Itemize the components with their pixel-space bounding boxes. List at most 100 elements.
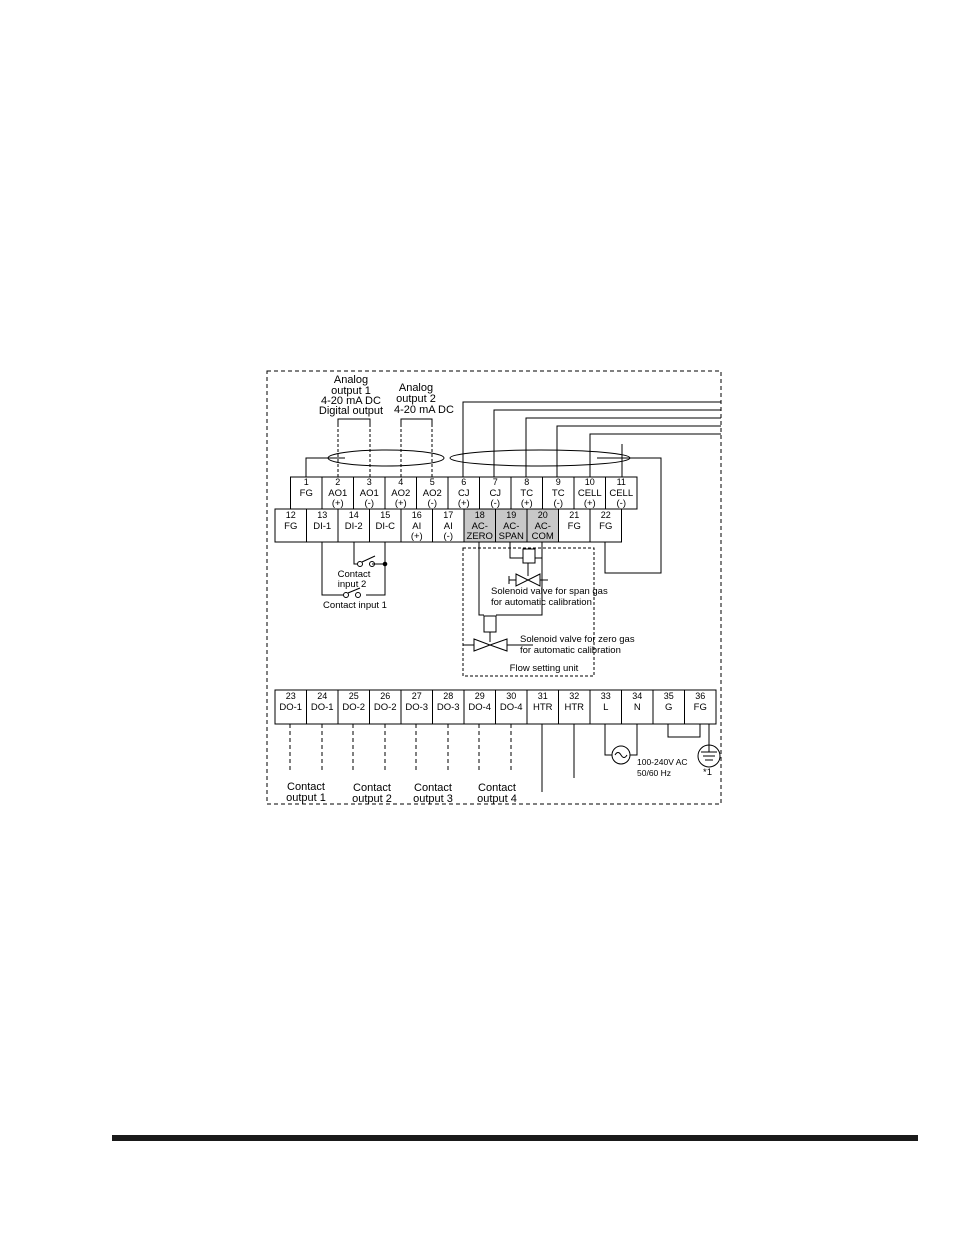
terminal-number: 4: [398, 477, 403, 487]
terminal-number: 7: [493, 477, 498, 487]
terminal-label: AI: [444, 521, 453, 532]
terminal-number: 1: [304, 477, 309, 487]
terminal-label: TC: [520, 488, 533, 499]
terminal-label: (+): [458, 498, 470, 509]
terminal-label: AO2: [391, 488, 410, 499]
terminal-number: 27: [412, 691, 422, 701]
svg-text:output 3: output 3: [413, 793, 453, 805]
flow-unit-wiring: [463, 542, 548, 646]
terminal-block-row-2: 12FG13DI-114DI-215DI-C16AI(+)17AI(-)18AC…: [274, 508, 622, 543]
svg-text:100-240V AC: 100-240V AC: [637, 757, 688, 767]
svg-text:input 2: input 2: [338, 579, 367, 590]
flow-setting-unit-boundary: [462, 547, 595, 677]
terminal-label: N: [634, 702, 641, 713]
terminal-label: DO-1: [311, 702, 334, 713]
terminal-label: DO-3: [437, 702, 460, 713]
svg-text:Contact: Contact: [414, 782, 452, 794]
power-wiring: [541, 724, 710, 792]
zero-valve-icon: [473, 638, 508, 652]
contact-input-wiring: [321, 542, 388, 598]
terminal-7: 7CJ(-): [479, 476, 512, 510]
terminal-label: CJ: [458, 488, 470, 499]
terminal-label: (+): [584, 498, 596, 509]
terminal-number: 26: [380, 691, 390, 701]
terminal-label: CJ: [489, 488, 501, 499]
terminal-label: ZERO: [467, 531, 493, 542]
terminal-number: 20: [538, 510, 548, 520]
terminal-number: 2: [335, 477, 340, 487]
terminal-number: 14: [349, 510, 359, 520]
contact-output-wiring: [289, 724, 512, 770]
terminal-number: 35: [664, 691, 674, 701]
contact-input-2-label: Contact input 2: [338, 569, 371, 590]
svg-text:output 1: output 1: [286, 792, 326, 804]
terminal-label: FG: [300, 488, 313, 499]
svg-text:output 2: output 2: [396, 393, 436, 405]
terminal-label: DO-2: [342, 702, 365, 713]
svg-text:Analog: Analog: [334, 374, 368, 386]
terminal-label: AI: [412, 521, 421, 532]
ground-icon: [697, 744, 721, 768]
terminal-number: 34: [632, 691, 642, 701]
span-valve-icon: [515, 573, 541, 587]
terminal-label: (+): [395, 498, 407, 509]
terminal-number: 18: [475, 510, 485, 520]
svg-text:Analog: Analog: [399, 382, 433, 394]
terminal-label: (-): [428, 498, 438, 509]
terminal-label: COM: [532, 531, 554, 542]
terminal-label: CELL: [609, 488, 633, 499]
terminal-8: 8TC(+): [510, 476, 543, 510]
terminal-block-row-3: 23DO-124DO-125DO-226DO-227DO-328DO-329DO…: [274, 689, 717, 725]
terminal-6: 6CJ(+): [447, 476, 480, 510]
terminal-label: (-): [554, 498, 564, 509]
terminal-label: DI-C: [375, 521, 395, 532]
terminal-label: FG: [284, 521, 297, 532]
svg-text:for automatic calibration: for automatic calibration: [520, 645, 621, 656]
terminal-number: 30: [506, 691, 516, 701]
ground-note: *1: [703, 767, 712, 778]
contact-output-2-label: Contact output 2: [352, 782, 392, 805]
analog-output-2-label: Analog output 2 4-20 mA DC: [394, 382, 454, 416]
terminal-number: 19: [506, 510, 516, 520]
svg-text:Contact: Contact: [353, 782, 391, 794]
svg-text:Contact: Contact: [478, 782, 516, 794]
terminal-number: 10: [585, 477, 595, 487]
svg-text:4-20 mA DC: 4-20 mA DC: [394, 404, 454, 416]
terminal-label: L: [603, 702, 608, 713]
svg-text:Solenoid valve for zero gas: Solenoid valve for zero gas: [520, 634, 635, 645]
svg-text:for automatic calibration: for automatic calibration: [491, 597, 592, 608]
terminal-label: (+): [332, 498, 344, 509]
terminal-label: CELL: [578, 488, 602, 499]
terminal-number: 29: [475, 691, 485, 701]
sensor-wiring: [462, 401, 721, 574]
terminal-label: DO-4: [468, 702, 491, 713]
analog-output-1-label: Analog output 1 4-20 mA DC Digital outpu…: [319, 374, 383, 417]
terminal-number: 31: [538, 691, 548, 701]
terminal-number: 16: [412, 510, 422, 520]
svg-text:Contact: Contact: [338, 569, 371, 580]
zero-valve-label: Solenoid valve for zero gas for automati…: [520, 634, 635, 656]
svg-text:output 2: output 2: [352, 793, 392, 805]
terminal-number: 17: [443, 510, 453, 520]
terminal-number: 24: [317, 691, 327, 701]
power-supply-label: 100-240V AC 50/60 Hz: [637, 757, 688, 778]
svg-text:Digital output: Digital output: [319, 405, 383, 417]
terminal-number: 12: [286, 510, 296, 520]
terminal-35: 35G: [652, 689, 685, 725]
contact-input-1-label: Contact input 1: [323, 600, 387, 611]
terminal-number: 5: [430, 477, 435, 487]
